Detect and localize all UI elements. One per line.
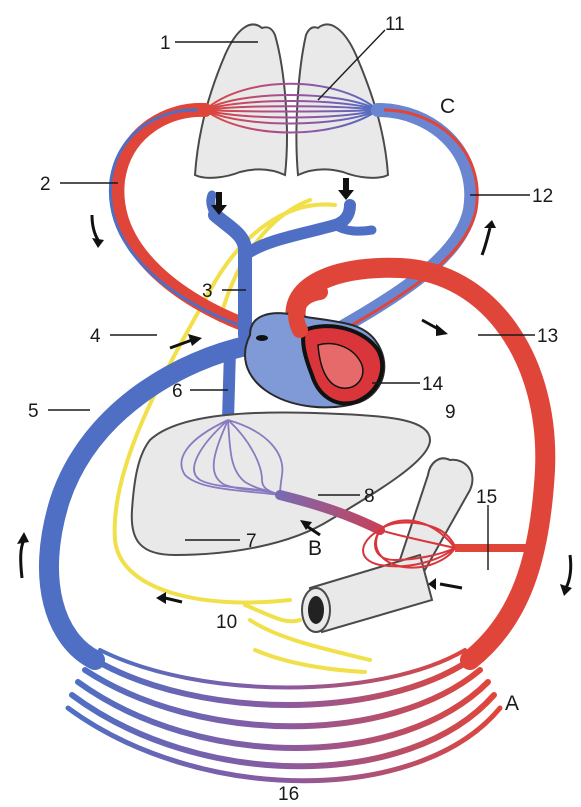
label-8: 8 xyxy=(364,486,375,507)
arrow-lymph xyxy=(165,598,182,602)
systemic-capillaries xyxy=(68,650,500,781)
label-2: 2 xyxy=(40,174,51,195)
arrow-mesenteric xyxy=(440,584,462,588)
label-3: 3 xyxy=(202,281,213,302)
label-10: 10 xyxy=(216,612,237,633)
arrow-up-pulmonary-vein xyxy=(482,228,490,255)
label-4: 4 xyxy=(90,326,101,347)
label-11: 11 xyxy=(385,14,405,35)
label-C: C xyxy=(440,95,455,118)
arrow-down-right-lung xyxy=(338,178,354,200)
label-12: 12 xyxy=(532,186,553,207)
arrow-up-systemic xyxy=(21,540,24,578)
label-5: 5 xyxy=(28,401,39,422)
label-6: 6 xyxy=(172,381,183,402)
label-14: 14 xyxy=(422,374,444,395)
label-7: 7 xyxy=(246,531,257,552)
label-16: 16 xyxy=(278,784,299,805)
label-A: A xyxy=(505,692,519,715)
hepatic-vein xyxy=(228,350,230,420)
label-1: 1 xyxy=(160,33,171,54)
label-B: B xyxy=(308,537,322,560)
label-15: 15 xyxy=(476,487,497,508)
arrow-down-pulmonary xyxy=(92,215,98,240)
arrow-down-systemic xyxy=(566,555,571,588)
label-13: 13 xyxy=(537,326,558,347)
label-9: 9 xyxy=(445,402,456,423)
